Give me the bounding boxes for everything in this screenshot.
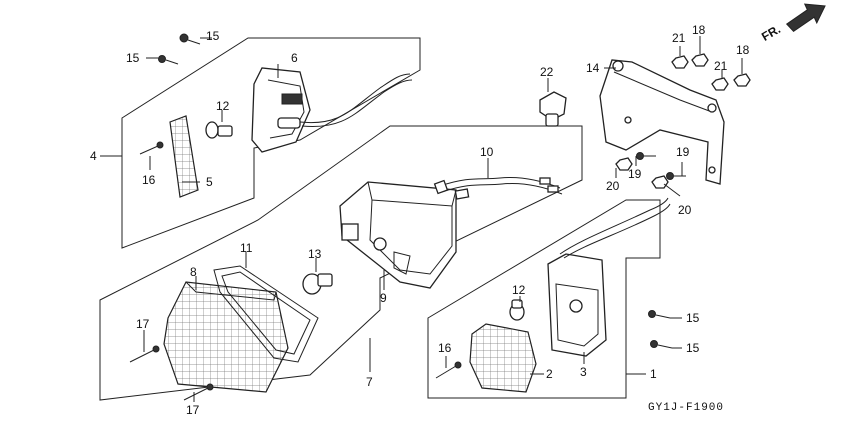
label-part-15-front-lower: 15 bbox=[126, 51, 140, 65]
leader-lines bbox=[100, 36, 743, 402]
front-turn-signal-frame bbox=[121, 37, 421, 249]
nut-18-upper bbox=[691, 53, 709, 67]
label-part-18-lower: 18 bbox=[736, 43, 750, 57]
front-screw-15-upper bbox=[179, 33, 201, 45]
label-part-16-rear: 16 bbox=[438, 341, 452, 355]
rear-screw-15-lower bbox=[650, 340, 673, 349]
label-part-16-front: 16 bbox=[142, 173, 156, 187]
label-part-11: 11 bbox=[240, 241, 253, 255]
tail-light-bulb bbox=[302, 273, 333, 295]
drawing-code: GY1J-F1900 bbox=[648, 402, 724, 414]
label-part-22: 22 bbox=[540, 65, 554, 79]
bolt-19-right bbox=[666, 172, 686, 180]
label-part-15-rear-lower: 15 bbox=[686, 341, 700, 355]
label-part-21-lower: 21 bbox=[714, 59, 728, 73]
label-part-17-bottom: 17 bbox=[186, 403, 200, 417]
front-direction-label: FR. bbox=[759, 22, 783, 44]
tail-light-housing bbox=[339, 181, 457, 289]
tail-light-lens bbox=[163, 281, 289, 393]
label-part-14: 14 bbox=[586, 61, 600, 75]
label-part-1: 1 bbox=[650, 367, 657, 381]
rear-turn-signal-frame bbox=[427, 199, 661, 399]
nut-21-lower bbox=[711, 77, 729, 91]
label-part-19-right: 19 bbox=[676, 145, 690, 159]
label-part-2: 2 bbox=[546, 367, 553, 381]
label-part-6: 6 bbox=[291, 51, 298, 65]
label-part-20-left: 20 bbox=[606, 179, 620, 193]
mounting-bracket bbox=[599, 59, 725, 185]
label-part-8: 8 bbox=[190, 265, 197, 279]
bulb-socket bbox=[539, 91, 567, 127]
front-screw-16 bbox=[139, 141, 164, 155]
label-part-17-left: 17 bbox=[136, 317, 150, 331]
washer-20-right bbox=[651, 175, 669, 189]
rear-screw-15-upper bbox=[648, 310, 671, 319]
label-part-10: 10 bbox=[480, 145, 494, 159]
label-part-12-front: 12 bbox=[216, 99, 230, 113]
rear-turn-signal-housing bbox=[547, 197, 671, 357]
bolt-19-left bbox=[636, 152, 656, 160]
label-part-7: 7 bbox=[366, 375, 373, 389]
tail-screw-17-bottom bbox=[183, 383, 214, 401]
label-part-13: 13 bbox=[308, 247, 322, 261]
label-part-4: 4 bbox=[90, 149, 97, 163]
nut-21-upper bbox=[671, 55, 689, 69]
front-turn-signal-lens bbox=[169, 115, 199, 198]
tail-light-gasket bbox=[213, 265, 319, 363]
label-part-19-left: 19 bbox=[628, 167, 642, 181]
nut-18-lower bbox=[733, 73, 751, 87]
front-turn-signal-housing bbox=[251, 67, 413, 153]
label-part-9: 9 bbox=[380, 291, 387, 305]
tail-light-frame bbox=[99, 125, 583, 401]
label-part-18-upper: 18 bbox=[692, 23, 706, 37]
label-part-12-rear: 12 bbox=[512, 283, 526, 297]
rear-turn-signal-bulb bbox=[509, 299, 525, 321]
front-turn-signal-bulb bbox=[205, 121, 233, 139]
label-part-15-front-upper: 15 bbox=[206, 29, 220, 43]
label-part-3: 3 bbox=[580, 365, 587, 379]
label-part-21-upper: 21 bbox=[672, 31, 686, 45]
washer-20-left bbox=[615, 157, 633, 171]
front-screw-15-lower bbox=[158, 55, 179, 65]
front-direction-arrow bbox=[785, 3, 826, 33]
label-part-20-right: 20 bbox=[678, 203, 692, 217]
label-part-5: 5 bbox=[206, 175, 213, 189]
label-part-15-rear-upper: 15 bbox=[686, 311, 700, 325]
tail-screw-17-left bbox=[129, 345, 160, 363]
rear-screw-16 bbox=[435, 361, 462, 379]
rear-turn-signal-lens bbox=[469, 323, 537, 393]
tail-light-wire-harness bbox=[433, 177, 563, 200]
